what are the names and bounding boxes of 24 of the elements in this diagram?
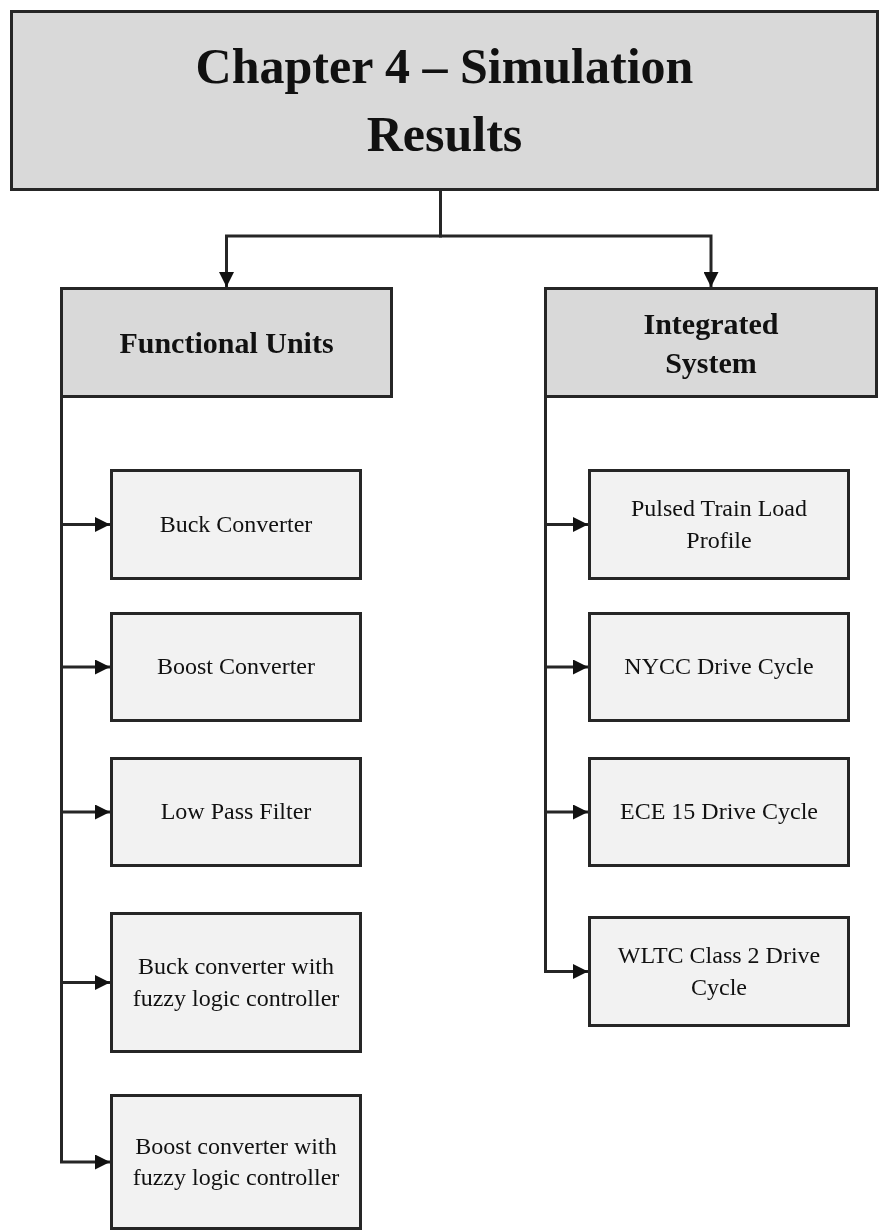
category-box: [60, 287, 393, 398]
category-box: [544, 287, 878, 398]
process-box: [110, 757, 362, 867]
box-label: NYCC Drive Cycle: [624, 652, 814, 682]
box-label: WLTC Class 2 Drive Cycle: [616, 941, 822, 1002]
box-label: Pulsed Train Load Profile: [630, 494, 808, 555]
title-text: Chapter 4 – Simulation Results: [194, 37, 695, 164]
process-box: [110, 612, 362, 722]
process-box: [110, 1094, 362, 1230]
process-box: [588, 469, 850, 580]
box-label: Boost converter with fuzzy logic controller: [131, 1131, 341, 1192]
heading-text: Integrated System: [642, 305, 780, 381]
process-box: [588, 916, 850, 1027]
box-label: Low Pass Filter: [160, 797, 312, 827]
process-box: [588, 612, 850, 722]
title-box: [10, 10, 879, 191]
box-label: Boost Converter: [157, 652, 315, 682]
process-box: [588, 757, 850, 867]
box-label: Buck converter with fuzzy logic controller: [131, 952, 341, 1013]
box-label: Buck Converter: [159, 509, 313, 539]
process-box: [110, 912, 362, 1053]
heading-text: Functional Units: [119, 325, 334, 361]
process-box: [110, 469, 362, 580]
box-label: ECE 15 Drive Cycle: [620, 797, 818, 827]
